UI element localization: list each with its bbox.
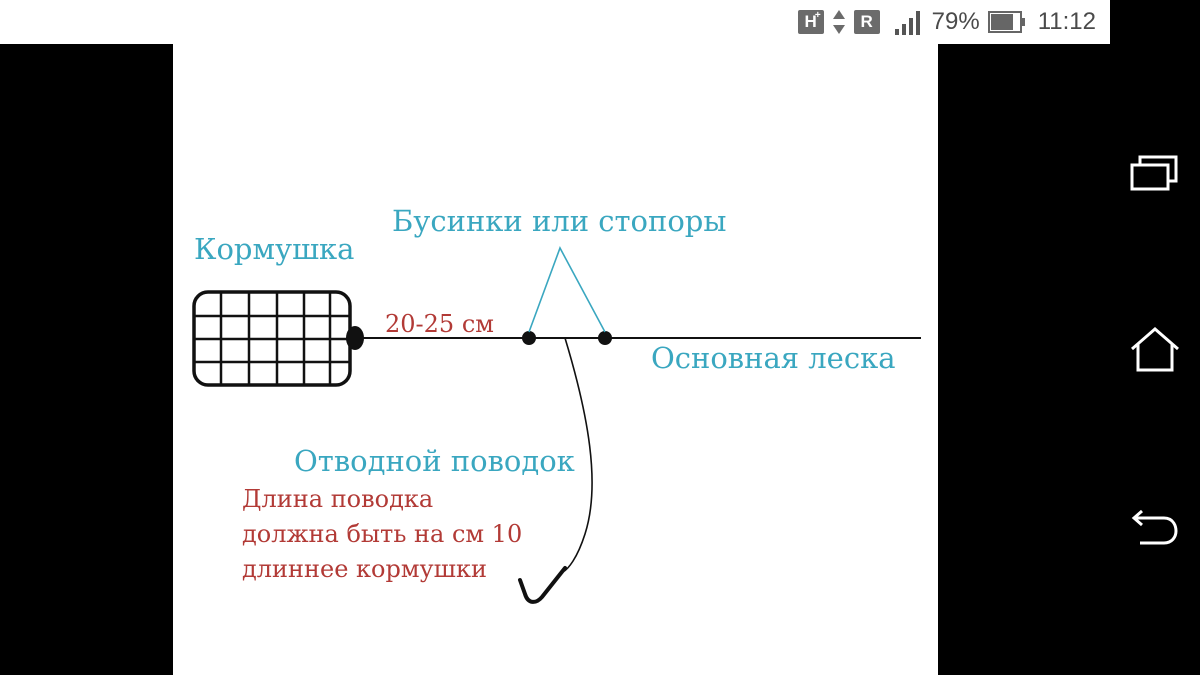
note-line-3: длиннее кормушки (242, 555, 487, 583)
back-icon (1131, 509, 1178, 544)
data-arrows-icon (832, 8, 846, 36)
note-line-1: Длина поводка (242, 485, 434, 513)
roaming-icon: R (853, 10, 880, 34)
battery-percent: 79% (931, 8, 980, 35)
bead-right (598, 331, 612, 345)
leader-label: Отводной поводок (294, 444, 575, 478)
distance-label: 20-25 см (385, 310, 494, 338)
bead-left (522, 331, 536, 345)
leader-line (562, 337, 593, 573)
recent-apps-button[interactable] (1125, 143, 1185, 203)
beads-label: Бусинки или стопоры (392, 204, 727, 238)
hplus-network-icon: H+ (797, 10, 824, 34)
back-button[interactable] (1125, 497, 1185, 557)
beads-pointer (528, 246, 606, 333)
home-button[interactable] (1125, 320, 1185, 380)
main-line-label: Основная леска (651, 341, 896, 375)
recent-apps-icon (1130, 155, 1178, 190)
status-bar: H+ R 79% 11:12 (0, 0, 1110, 44)
home-icon (1131, 326, 1179, 371)
navigation-bar (1110, 44, 1200, 675)
hook-icon (518, 566, 567, 604)
diagram-drawing (192, 246, 921, 604)
clock: 11:12 (1037, 8, 1096, 35)
feeder-icon (192, 290, 364, 387)
feeder-rig-diagram: Кормушка Бусинки или стопоры 20-25 см Ос… (173, 44, 938, 675)
battery-icon (987, 10, 1026, 34)
feeder-label: Кормушка (194, 232, 355, 266)
note-line-2: должна быть на см 10 (242, 520, 523, 548)
signal-bars-icon (894, 9, 924, 35)
